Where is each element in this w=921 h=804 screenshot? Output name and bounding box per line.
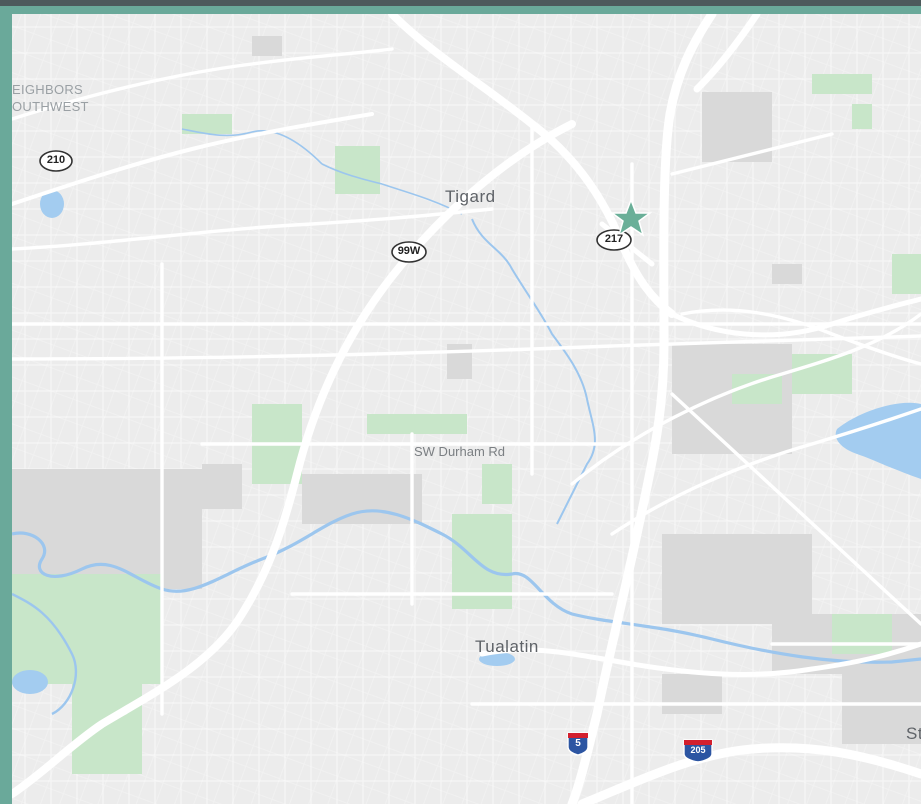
shield-or99w xyxy=(391,241,427,263)
city-label-partial: St xyxy=(906,724,921,743)
map-graphics xyxy=(12,14,921,804)
top-border xyxy=(0,0,921,6)
arterial-roads xyxy=(12,47,921,804)
shield-label-i205: 205 xyxy=(690,745,706,755)
map-canvas[interactable]: EIGHBORS OUTHWEST Tigard Tualatin St SW … xyxy=(12,14,921,804)
water-bodies xyxy=(12,190,921,694)
shield-label-99w: 99W xyxy=(397,245,421,257)
neighborhood-label-line2: OUTHWEST xyxy=(12,99,89,114)
star-icon[interactable] xyxy=(609,197,653,237)
shield-i5 xyxy=(567,732,589,756)
shield-or210 xyxy=(39,150,73,172)
road-label-durham: SW Durham Rd xyxy=(414,444,506,459)
shield-i205 xyxy=(683,739,713,763)
neighborhood-label-line1: EIGHBORS xyxy=(12,82,84,97)
shield-or217 xyxy=(596,229,632,251)
highways xyxy=(12,14,921,804)
shield-label-i5: 5 xyxy=(575,738,581,749)
shield-label-217: 217 xyxy=(604,233,624,245)
shield-label-210: 210 xyxy=(46,154,66,166)
waterways xyxy=(12,128,921,716)
city-label-tualatin: Tualatin xyxy=(475,637,539,656)
city-label-tigard: Tigard xyxy=(445,187,496,206)
